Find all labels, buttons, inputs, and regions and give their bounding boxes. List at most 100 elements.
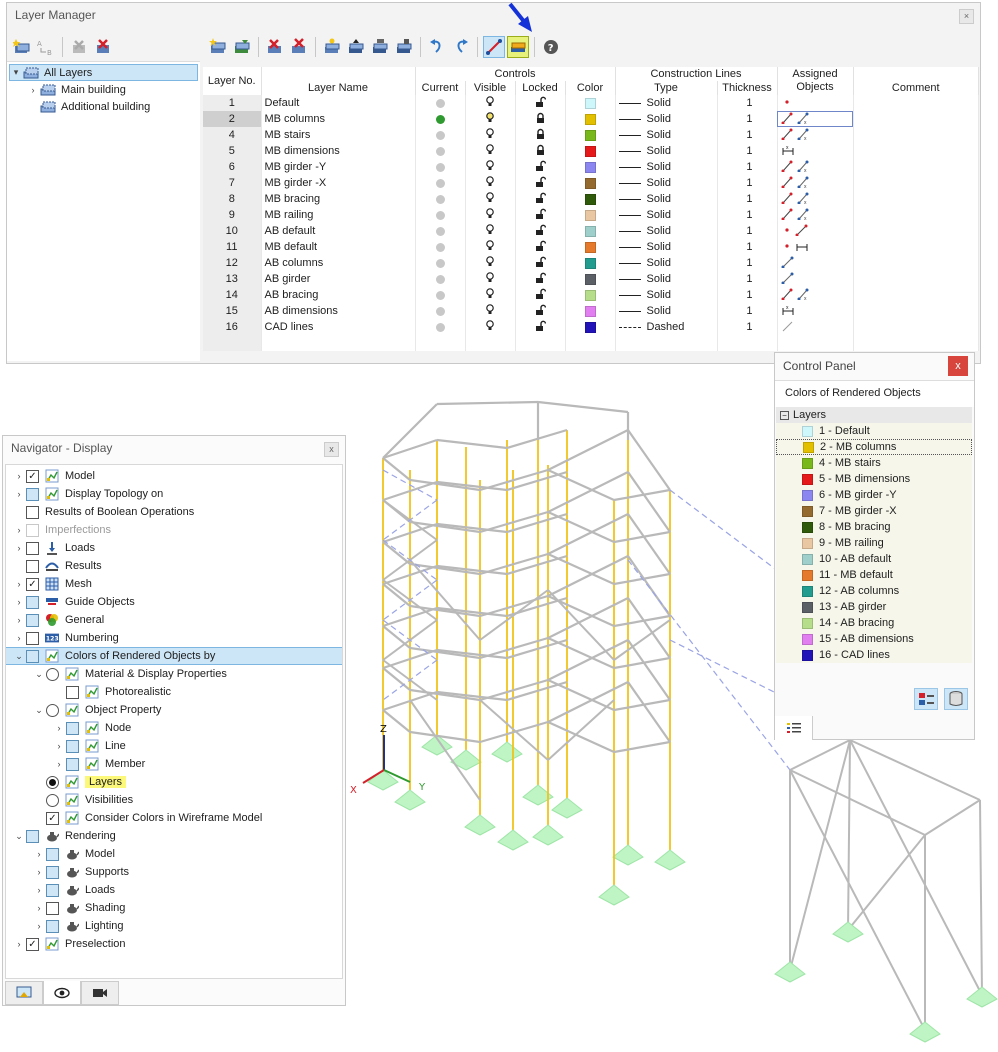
comment-cell[interactable] [853, 207, 979, 223]
current-cell[interactable] [415, 303, 466, 319]
legend-item[interactable]: 5 - MB dimensions [776, 471, 972, 487]
visible-cell[interactable] [465, 159, 516, 175]
locked-cell[interactable] [515, 303, 566, 319]
checkbox[interactable] [26, 595, 39, 609]
tab-views[interactable] [81, 981, 119, 1005]
thickness-cell[interactable]: 1 [717, 319, 778, 335]
checkbox[interactable] [26, 541, 39, 555]
legend-item[interactable]: 11 - MB default [776, 567, 972, 583]
layer-name-cell[interactable]: AB bracing [261, 287, 416, 303]
delete-all-layer-groups-icon[interactable] [92, 36, 114, 58]
layer-name-cell[interactable]: MB bracing [261, 191, 416, 207]
comment-cell[interactable] [853, 223, 979, 239]
visible-cell[interactable] [465, 127, 516, 143]
visible-cell[interactable] [465, 207, 516, 223]
visible-cell[interactable] [465, 255, 516, 271]
layer-no-cell[interactable]: 2 [203, 111, 262, 127]
line-type-cell[interactable]: Solid [615, 255, 718, 271]
color-cell[interactable] [565, 303, 616, 319]
current-cell[interactable] [415, 223, 466, 239]
assigned-objects-cell[interactable] [777, 271, 854, 287]
locked-cell[interactable] [515, 271, 566, 287]
navigator-item[interactable]: ⌄Material & Display Properties [6, 665, 342, 683]
current-cell[interactable] [415, 95, 466, 111]
expand-icon[interactable]: › [37, 885, 41, 895]
expand-icon[interactable]: › [17, 615, 21, 625]
layer-no-cell[interactable]: 9 [203, 207, 262, 223]
help-icon[interactable]: ? [540, 36, 562, 58]
locked-cell[interactable] [515, 223, 566, 239]
assigned-objects-cell[interactable]: x [777, 175, 854, 191]
move-up-layer-icon[interactable] [369, 36, 391, 58]
current-cell[interactable] [415, 191, 466, 207]
layer-name-cell[interactable]: Default [261, 95, 416, 111]
legend-item[interactable]: 12 - AB columns [776, 583, 972, 599]
thickness-cell[interactable]: 1 [717, 159, 778, 175]
navigator-item[interactable]: ›✓Mesh [6, 575, 342, 593]
visible-cell[interactable] [465, 143, 516, 159]
color-cell[interactable] [565, 143, 616, 159]
col-header-visible[interactable]: Visible [465, 81, 516, 95]
assigned-objects-cell[interactable]: x [777, 111, 854, 127]
navigator-item[interactable]: ›Model [6, 845, 342, 863]
color-cell[interactable] [565, 175, 616, 191]
legend-item[interactable]: 9 - MB railing [776, 535, 972, 551]
locked-cell[interactable] [515, 191, 566, 207]
col-header-locked[interactable]: Locked [515, 81, 566, 95]
checkbox[interactable]: ✓ [26, 469, 39, 483]
layer-manager-close-button[interactable]: × [959, 9, 974, 24]
checkbox[interactable] [26, 505, 39, 519]
layer-no-cell[interactable]: 16 [203, 319, 262, 335]
visible-cell[interactable] [465, 271, 516, 287]
navigator-close-button[interactable]: x [324, 442, 339, 457]
tab-data[interactable] [5, 981, 43, 1005]
locked-cell[interactable] [515, 175, 566, 191]
visible-cell[interactable] [465, 239, 516, 255]
navigator-item[interactable]: ⌄Rendering [6, 827, 342, 845]
col-header-comment[interactable]: Comment [853, 67, 979, 95]
layer-name-cell[interactable]: MB columns [261, 111, 416, 127]
assigned-objects-cell[interactable] [777, 319, 854, 335]
move-down-layer-icon[interactable] [393, 36, 415, 58]
delete-all-layers-icon[interactable] [288, 36, 310, 58]
color-cell[interactable] [565, 95, 616, 111]
line-type-cell[interactable]: Solid [615, 271, 718, 287]
layer-no-cell[interactable]: 5 [203, 143, 262, 159]
layer-no-cell[interactable]: 10 [203, 223, 262, 239]
navigator-item[interactable]: ✓Consider Colors in Wireframe Model [6, 809, 342, 827]
tree-item-main-building[interactable]: › Main building [7, 81, 200, 98]
checkbox[interactable] [66, 739, 79, 753]
col-header-thickness[interactable]: Thickness [717, 81, 778, 95]
expand-icon[interactable]: › [37, 903, 41, 913]
undo-icon[interactable] [426, 36, 448, 58]
collapse-icon[interactable]: ⌄ [35, 668, 43, 679]
assigned-objects-cell[interactable]: x [777, 127, 854, 143]
assigned-objects-cell[interactable] [777, 223, 854, 239]
line-type-cell[interactable]: Solid [615, 207, 718, 223]
navigator-item[interactable]: ›Imperfections [6, 521, 342, 539]
navigator-item[interactable]: ›Line [6, 737, 342, 755]
legend-item[interactable]: 6 - MB girder -Y [776, 487, 972, 503]
legend-item[interactable]: 8 - MB bracing [776, 519, 972, 535]
current-cell[interactable] [415, 239, 466, 255]
navigator-item[interactable]: ›General [6, 611, 342, 629]
collapse-icon[interactable]: ▾ [13, 67, 19, 77]
layer-name-cell[interactable]: CAD lines [261, 319, 416, 335]
color-cell[interactable] [565, 207, 616, 223]
checkbox[interactable] [66, 721, 79, 735]
collapse-icon[interactable]: ⌄ [35, 704, 43, 715]
locked-cell[interactable] [515, 255, 566, 271]
checkbox[interactable] [46, 847, 59, 861]
checkbox[interactable] [26, 649, 39, 663]
navigator-item[interactable]: Layers [6, 773, 342, 791]
navigator-item[interactable]: ›Loads [6, 539, 342, 557]
comment-cell[interactable] [853, 111, 979, 127]
visible-cell[interactable] [465, 95, 516, 111]
navigator-item[interactable]: ›Member [6, 755, 342, 773]
expand-icon[interactable]: › [17, 579, 21, 589]
assigned-objects-cell[interactable]: x [777, 287, 854, 303]
line-type-cell[interactable]: Solid [615, 175, 718, 191]
col-header-current[interactable]: Current [415, 81, 466, 95]
